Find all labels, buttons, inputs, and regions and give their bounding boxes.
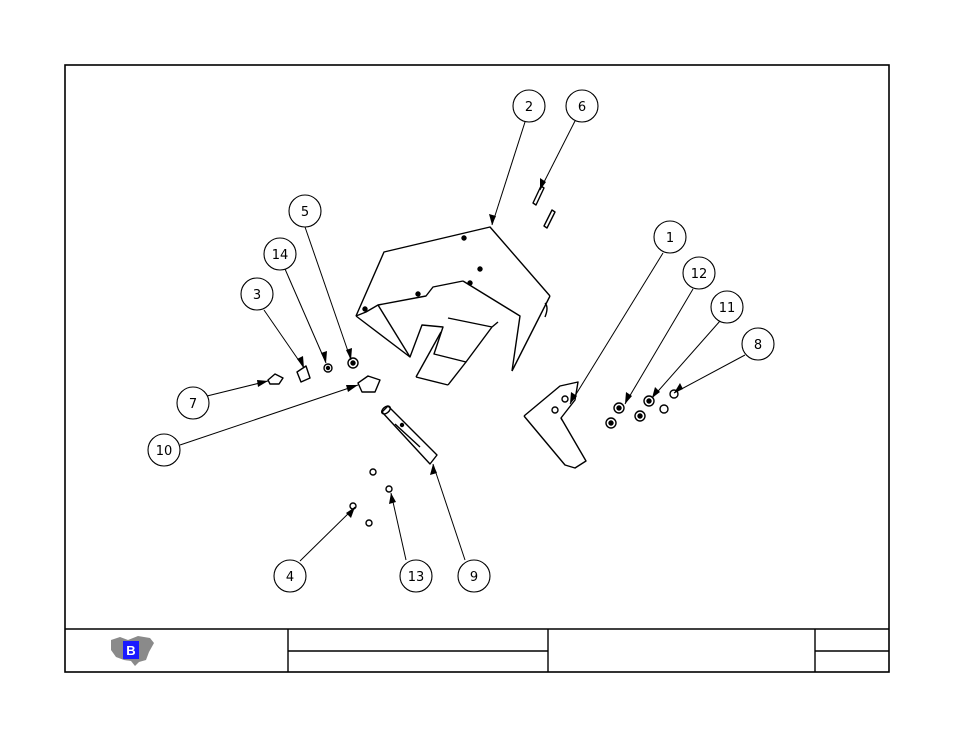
balloon-14: 14 <box>264 238 296 270</box>
part-bracket-main <box>356 227 550 385</box>
svg-text:1: 1 <box>666 231 674 246</box>
part-washers-right <box>606 390 678 428</box>
company-logo: B <box>111 636 154 666</box>
balloon-12: 12 <box>683 257 715 289</box>
balloon-4: 4 <box>274 560 306 592</box>
svg-text:6: 6 <box>578 100 586 115</box>
part-pins <box>533 186 555 228</box>
title-block <box>65 629 889 672</box>
svg-text:3: 3 <box>253 288 261 303</box>
logo-letter: B <box>126 643 135 658</box>
part-nuts-bottom <box>350 469 392 526</box>
balloon-11: 11 <box>711 291 743 323</box>
svg-text:14: 14 <box>272 248 289 263</box>
svg-text:2: 2 <box>525 100 533 115</box>
svg-text:7: 7 <box>189 397 197 412</box>
svg-text:5: 5 <box>301 205 309 220</box>
parts <box>268 186 678 526</box>
balloon-1: 1 <box>654 221 686 253</box>
balloon-6: 6 <box>566 90 598 122</box>
svg-text:13: 13 <box>408 570 425 585</box>
balloon-10: 10 <box>148 434 180 466</box>
part-bracket-small <box>524 382 586 468</box>
part-hardware-left <box>268 358 380 392</box>
arrowheads <box>257 178 683 518</box>
balloon-5: 5 <box>289 195 321 227</box>
balloons: 2 6 5 1 14 12 3 11 8 7 10 4 13 9 <box>148 90 774 592</box>
svg-text:10: 10 <box>156 444 173 459</box>
balloon-3: 3 <box>241 278 273 310</box>
svg-text:9: 9 <box>470 570 478 585</box>
svg-text:8: 8 <box>754 338 762 353</box>
balloon-7: 7 <box>177 387 209 419</box>
balloon-8: 8 <box>742 328 774 360</box>
part-bar <box>380 404 437 464</box>
svg-text:4: 4 <box>286 570 294 585</box>
leaders <box>180 121 745 561</box>
balloon-2: 2 <box>513 90 545 122</box>
balloon-9: 9 <box>458 560 490 592</box>
svg-text:11: 11 <box>719 301 736 316</box>
svg-text:12: 12 <box>691 267 708 282</box>
balloon-13: 13 <box>400 560 432 592</box>
